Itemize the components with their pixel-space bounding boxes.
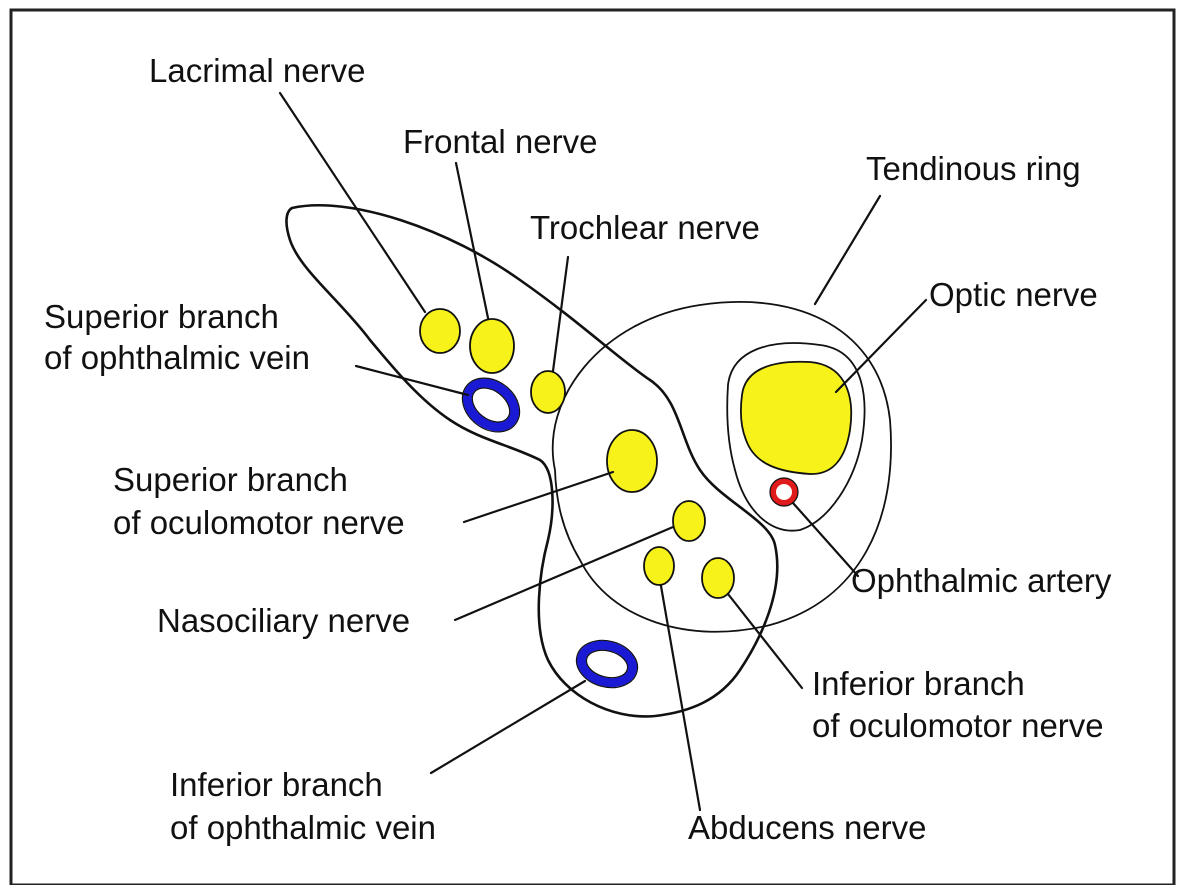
inferior-ophthalmic-vein-label-line1: Inferior branch xyxy=(170,766,383,803)
inferior-oculomotor-shape xyxy=(702,558,734,598)
ophthalmic-artery-shape xyxy=(773,481,795,503)
superior-oculomotor-label-line2: of oculomotor nerve xyxy=(113,504,405,541)
optic-nerve-shape xyxy=(741,362,851,474)
trochlear-nerve-label: Trochlear nerve xyxy=(530,209,760,246)
frontal-nerve-shape xyxy=(470,319,514,373)
abducens-nerve-label: Abducens nerve xyxy=(688,809,927,846)
tendinous-ring-label: Tendinous ring xyxy=(866,150,1081,187)
inferior-oculomotor-label-line2: of oculomotor nerve xyxy=(812,707,1104,744)
inferior-ophthalmic-vein-label-line2: of ophthalmic vein xyxy=(170,809,436,846)
inferior-oculomotor-label-line1: Inferior branch xyxy=(812,665,1025,702)
trochlear-nerve-shape xyxy=(531,371,565,413)
lacrimal-nerve-shape xyxy=(420,309,460,353)
nasociliary-nerve-label: Nasociliary nerve xyxy=(157,602,410,639)
superior-ophthalmic-vein-label-line1: Superior branch xyxy=(44,298,279,335)
lacrimal-nerve-label: Lacrimal nerve xyxy=(149,52,365,89)
optic-nerve-label: Optic nerve xyxy=(929,276,1098,313)
ophthalmic-artery-label: Ophthalmic artery xyxy=(851,562,1112,599)
frontal-nerve-label: Frontal nerve xyxy=(403,123,597,160)
superior-ophthalmic-vein-label-line2: of ophthalmic vein xyxy=(44,339,310,376)
superior-oculomotor-shape xyxy=(607,430,657,492)
abducens-nerve-shape xyxy=(644,547,674,585)
superior-oculomotor-label-line1: Superior branch xyxy=(113,461,348,498)
nasociliary-nerve-shape xyxy=(673,501,705,541)
